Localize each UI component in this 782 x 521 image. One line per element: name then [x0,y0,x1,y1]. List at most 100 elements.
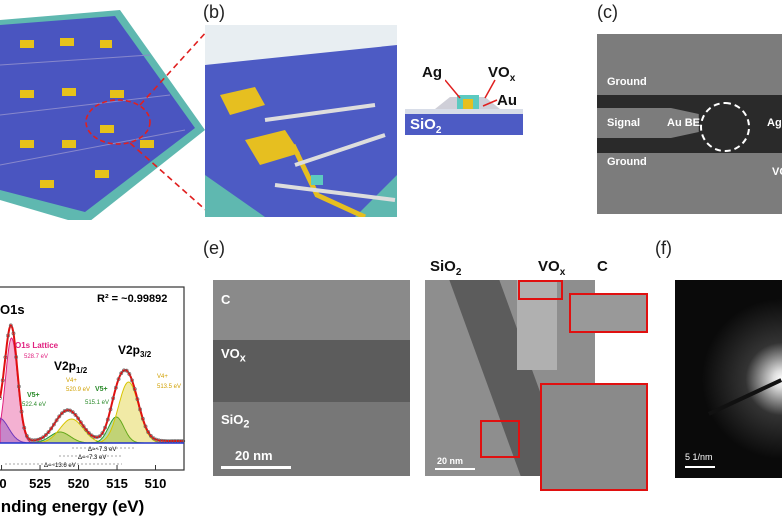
data-point [124,368,129,373]
sio2-text: SiO [410,116,436,133]
data-point [143,424,148,429]
data-point [84,427,89,432]
o1s-lattice-energy: 528.7 eV [24,354,48,360]
vox-text: VO [538,258,560,275]
sio2-sub: 2 [243,418,250,431]
data-point [49,426,54,431]
vox-sub: x [239,352,246,365]
device-closeup-render [205,25,397,217]
r2-label: R² = ~0.99892 [97,293,167,305]
inset-top [569,293,648,333]
data-point [78,420,83,425]
label-c-right: C [597,258,608,275]
label-vox-right: VOx [538,258,565,278]
tem-image-left: C VOx SiO2 20 nm [213,280,410,476]
data-point [6,333,10,338]
label-ag: Ag [422,64,442,81]
panel-label-e: (e) [203,238,225,258]
label-vox-sem: VO [772,166,782,178]
data-point [14,355,19,359]
data-point [122,368,126,373]
data-point [132,387,137,391]
data-point [11,331,16,336]
label-sio2: SiO2 [410,116,441,136]
x-tick-label: 520 [68,476,90,491]
data-point [68,408,72,413]
data-point [138,407,143,412]
scale-bar-right [435,468,475,470]
v5a-energy: 522.4 eV [22,402,46,408]
sio2-text: SiO [430,258,456,275]
o1s-label: O1s [0,302,25,317]
data-point [41,435,46,440]
v2p12-label: V2p1/2 [54,359,88,375]
scale-bar-label: 20 nm [235,448,273,463]
data-point [119,371,124,376]
data-point [87,431,91,435]
data-point [57,414,62,419]
data-point [146,430,151,434]
data-point [157,438,161,443]
scale-bar [221,466,291,469]
label-au-be: Au BE [667,117,700,129]
saed-scale-label: 5 1/nm [685,452,713,462]
label-sio2-tem: SiO2 [221,412,249,431]
x-tick-label: 525 [29,476,51,491]
label-ground-bottom: Ground [607,156,647,168]
data-point [127,372,132,376]
v5b-label: V5+ [95,386,108,393]
sio2-sub: 2 [455,267,462,278]
xps-chart: 0 525 520 515 510 R² = ~0.99892 O1s O1s Latt… [0,286,186,516]
data-point [30,438,35,443]
panel-label-c: (c) [597,2,618,22]
data-point [113,385,118,390]
label-signal: Signal [607,117,641,129]
data-point [76,416,81,421]
data-point [46,430,51,434]
zoom-circle [85,99,151,145]
data-point [0,396,2,400]
data-point [154,437,159,442]
data-point [92,434,97,439]
data-point [65,408,70,413]
v5b-energy: 515.1 eV [85,400,109,406]
inset-bottom [540,383,648,491]
o1s-lattice-label: O1s Lattice [15,341,59,350]
x-axis-label: inding energy (eV) [0,497,144,516]
sio2-sub: 2 [435,125,442,136]
scale-bar-label-right: 20 nm [437,456,464,466]
label-vox: VOx [488,64,515,84]
data-point [130,378,134,383]
data-point [116,377,121,382]
x-tick-label: 0 [0,476,7,491]
v2p12-sub: 1/2 [76,366,88,375]
cross-section-schematic [405,95,523,135]
data-point [73,413,78,417]
device-array-render [0,10,209,220]
panel-label-f: (f) [655,238,672,258]
tem-image-right: 20 nm [425,280,595,476]
data-point [70,410,75,415]
data-point [105,417,110,422]
sem-image: Ground Signal Au BE Ag Ground VO [597,34,782,214]
label-c: C [221,292,231,307]
vox-sub: x [559,267,566,278]
x-tick-label: 510 [145,476,167,491]
data-point [111,396,116,401]
v4a-energy: 520.9 eV [66,387,90,393]
data-point [33,438,37,443]
label-ground-top: Ground [607,76,647,88]
v4b-energy: 513.5 eV [157,384,181,390]
vox-text: VO [221,346,240,361]
label-sio2-right: SiO2 [430,258,461,278]
data-point [81,424,86,429]
delta-3: Δ=~13.6 eV [44,463,76,469]
saed-pattern: 5 1/nm [675,280,782,478]
sio2-text: SiO [221,412,244,427]
v5a-label: V5+ [27,392,40,399]
data-point [16,384,21,389]
x-tick-label: 515 [106,476,128,491]
v2p32-sub: 3/2 [140,350,152,359]
data-point [3,355,8,360]
label-au: Au [497,92,517,109]
